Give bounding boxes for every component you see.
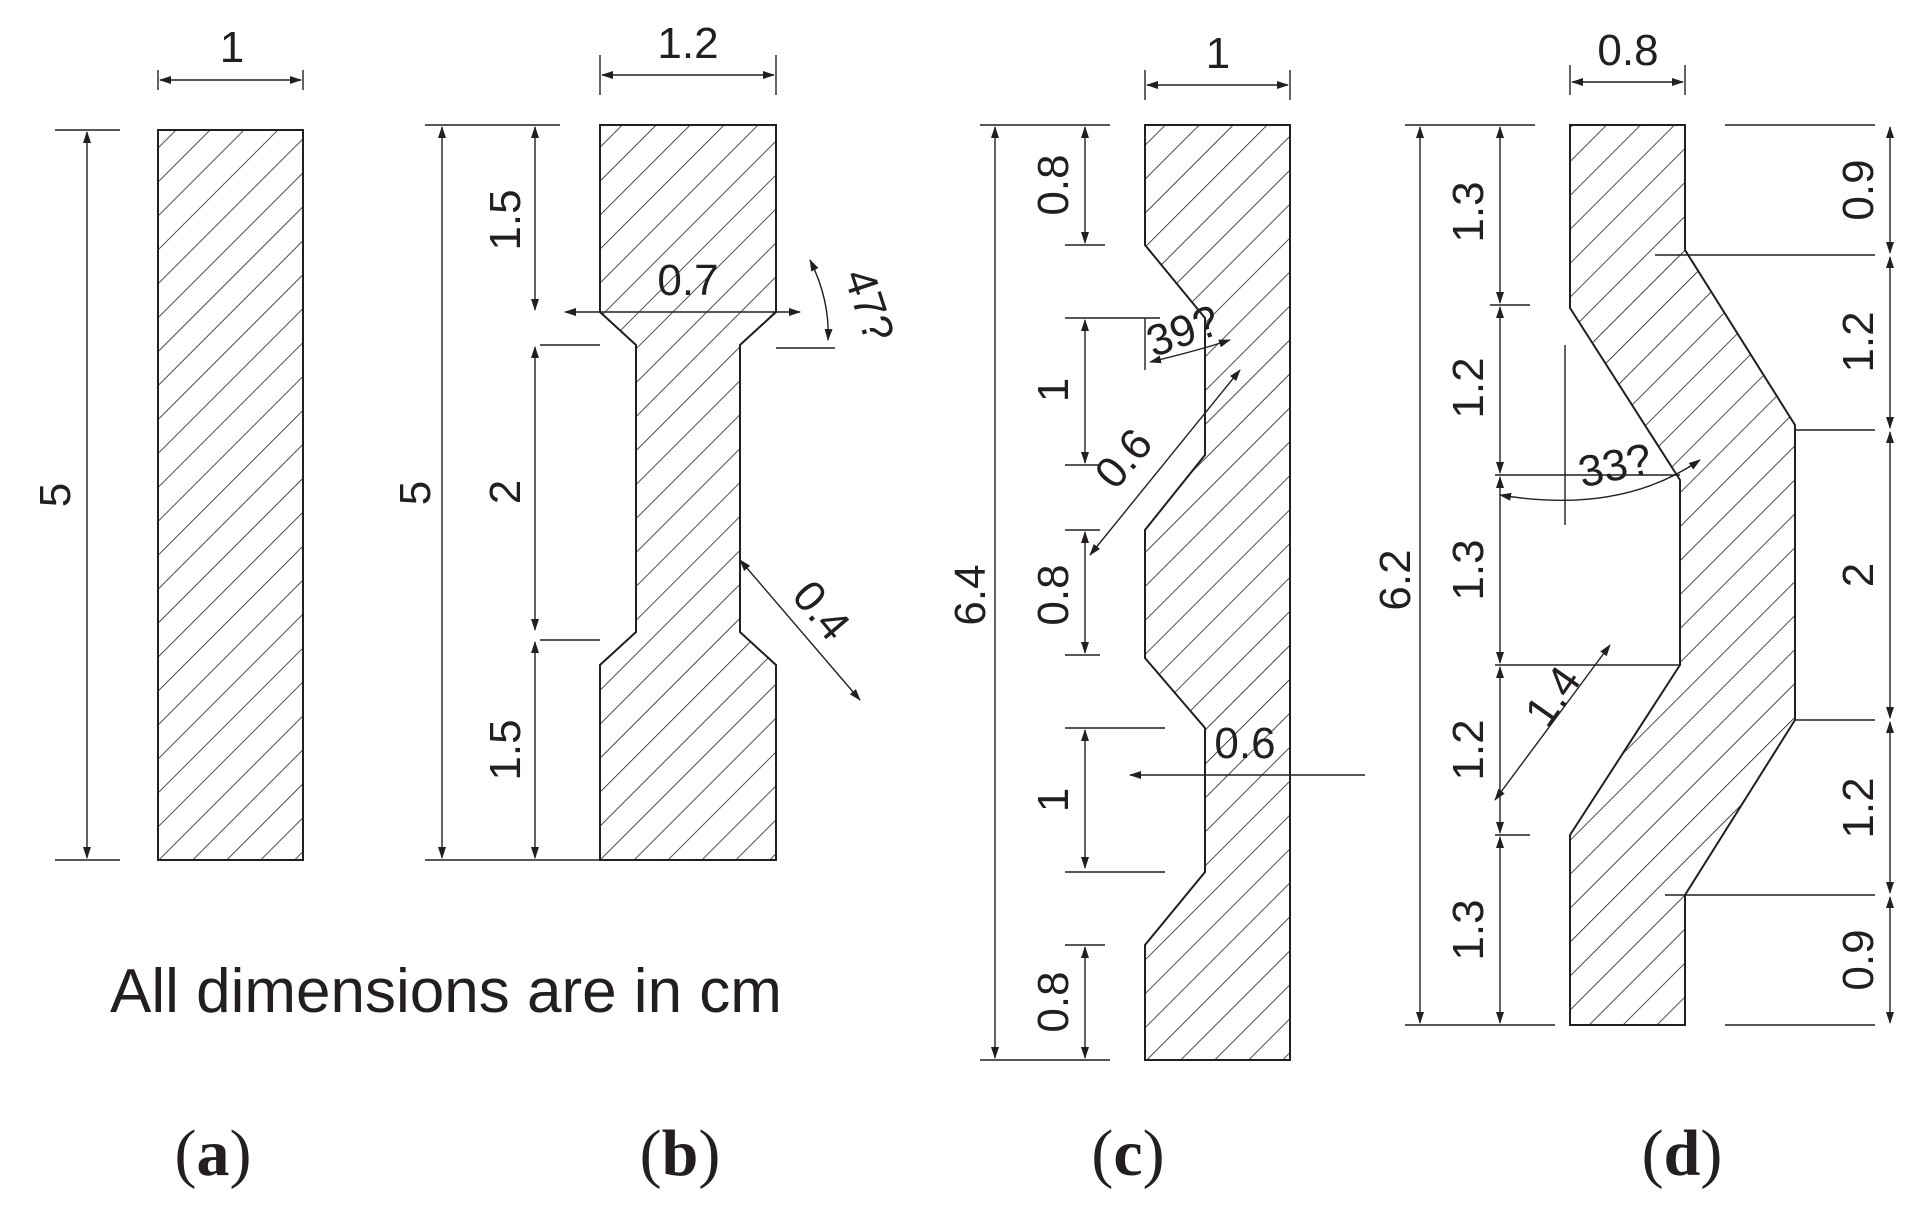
caption-a: (a) bbox=[175, 1117, 252, 1190]
specimen-d-r5-label: 0.9 bbox=[1834, 929, 1883, 990]
specimen-d-r4-label: 1.2 bbox=[1834, 777, 1883, 838]
specimen-d-r2-label: 1.2 bbox=[1834, 311, 1883, 372]
specimen-a-dimensions bbox=[55, 70, 304, 861]
specimen-c-s3-label: 0.8 bbox=[1029, 564, 1078, 625]
units-note: All dimensions are in cm bbox=[110, 957, 782, 1026]
specimen-d: 0.8 6.2 1.3 1.2 1.3 1.2 1.3 0.9 1.2 2 1.… bbox=[1371, 26, 1894, 1190]
specimen-c-shape bbox=[1144, 124, 1291, 1061]
specimen-d-length-label: 6.2 bbox=[1371, 549, 1420, 610]
specimen-c-s2-label: 1 bbox=[1029, 378, 1078, 402]
specimen-c-neck-label: 0.6 bbox=[1214, 719, 1275, 768]
specimen-b-neck-label: 0.7 bbox=[657, 256, 718, 305]
specimen-d-l2-label: 1.2 bbox=[1444, 357, 1493, 418]
specimen-d-offset-label: 1.4 bbox=[1516, 658, 1591, 736]
specimen-c-s1-label: 0.8 bbox=[1029, 154, 1078, 215]
specimen-b: 1.2 5 1.5 2 1.5 0.7 47? 0.4 (b) bbox=[391, 19, 903, 1190]
specimen-a-shape bbox=[157, 129, 304, 861]
specimen-a-width-label: 1 bbox=[220, 23, 244, 72]
specimen-b-bottom-label: 1.5 bbox=[481, 719, 530, 780]
specimen-a: 1 5 (a) bbox=[31, 23, 304, 1190]
specimen-c-s5-label: 0.8 bbox=[1029, 971, 1078, 1032]
specimen-a-length-label: 5 bbox=[31, 483, 80, 507]
specimen-d-dimensions bbox=[1405, 65, 1894, 1026]
specimen-b-shape bbox=[599, 124, 777, 861]
specimen-d-l5-label: 1.3 bbox=[1444, 899, 1493, 960]
specimen-c-length-label: 6.4 bbox=[946, 564, 995, 625]
specimen-b-dimensions bbox=[425, 55, 861, 861]
specimen-d-l4-label: 1.2 bbox=[1444, 719, 1493, 780]
caption-c: (c) bbox=[1091, 1117, 1164, 1190]
caption-b: (b) bbox=[640, 1117, 721, 1190]
specimen-b-middle-label: 2 bbox=[481, 480, 530, 504]
specimen-c-s4-label: 1 bbox=[1029, 788, 1078, 812]
specimen-b-width-label: 1.2 bbox=[657, 19, 718, 68]
specimen-c: 1 6.4 0.8 1 0.8 1 0.8 39? 0.6 0.6 (c) bbox=[946, 29, 1365, 1190]
specimen-c-width-label: 1 bbox=[1206, 29, 1230, 78]
specimen-b-length-label: 5 bbox=[391, 481, 440, 505]
specimen-c-radius-label: 0.6 bbox=[1085, 420, 1162, 498]
specimen-d-l3-label: 1.3 bbox=[1444, 539, 1493, 600]
specimen-d-width-label: 0.8 bbox=[1597, 26, 1658, 75]
caption-d: (d) bbox=[1642, 1117, 1723, 1190]
specimen-b-top-label: 1.5 bbox=[481, 189, 530, 250]
specimen-c-dimensions bbox=[980, 70, 1365, 1061]
specimen-d-shape bbox=[1569, 124, 1796, 1026]
specimen-d-l1-label: 1.3 bbox=[1444, 181, 1493, 242]
specimen-d-r1-label: 0.9 bbox=[1834, 159, 1883, 220]
specimen-b-radius-label: 0.4 bbox=[783, 572, 860, 650]
specimen-d-r3-label: 2 bbox=[1834, 563, 1883, 587]
specimen-b-angle-label: 47? bbox=[834, 263, 903, 348]
